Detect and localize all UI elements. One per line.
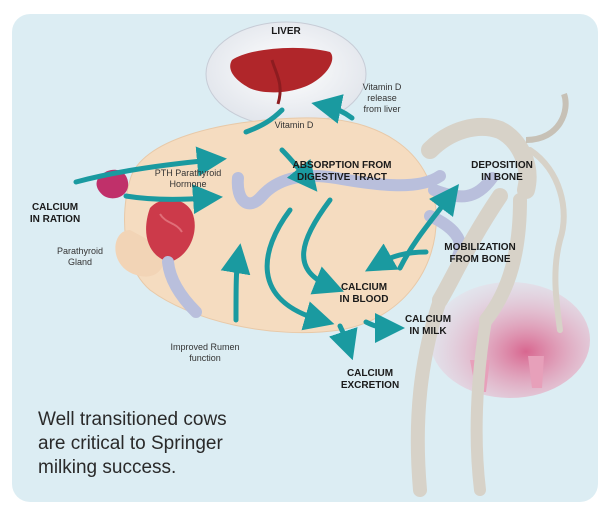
label-deposition: DEPOSITION IN BONE [464, 160, 540, 184]
label-pth-hormone: PTH Parathyroid Hormone [148, 168, 228, 190]
label-mobilization: MOBILIZATION FROM BONE [430, 242, 530, 266]
label-calcium-in-ration: CALCIUM IN RATION [20, 202, 90, 226]
udder [430, 282, 590, 398]
label-absorption: ABSORPTION FROM DIGESTIVE TRACT [282, 160, 402, 184]
label-calcium-excretion: CALCIUM EXCRETION [330, 368, 410, 392]
caption-text: Well transitioned cows are critical to S… [38, 408, 298, 480]
label-vitamin-d: Vitamin D [264, 120, 324, 131]
label-vitamin-d-release: Vitamin D release from liver [348, 82, 416, 115]
label-parathyroid-gland: Parathyroid Gland [48, 246, 112, 268]
label-improved-rumen: Improved Rumen function [160, 342, 250, 364]
label-calcium-in-blood: CALCIUM IN BLOOD [328, 282, 400, 306]
label-liver: LIVER [246, 26, 326, 38]
label-calcium-in-milk: CALCIUM IN MILK [396, 314, 460, 338]
